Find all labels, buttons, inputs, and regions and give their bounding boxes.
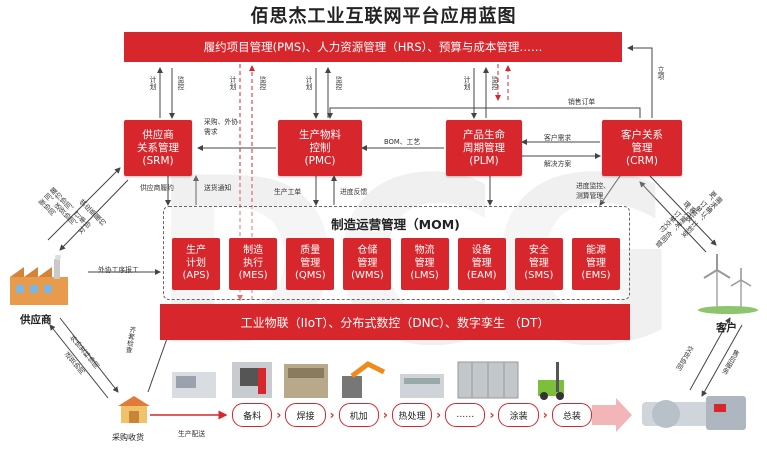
customer-label: 客户 xyxy=(716,322,737,334)
module-label: 管理 xyxy=(585,257,606,269)
factory-icon xyxy=(4,255,74,307)
plm-line1: 产品生命 xyxy=(463,128,505,141)
mom-modules: 生产计划(APS) 制造执行(MES) 质量管理(QMS) 仓储管理(WMS) … xyxy=(172,238,620,290)
process-step: 热处理 xyxy=(391,403,433,427)
crm-line3: (CRM) xyxy=(626,154,658,167)
label-plan: 计划 xyxy=(304,76,312,90)
pmc-box: 生产物料 控制 (PMC) xyxy=(278,120,362,176)
module-eam: 设备管理(EAM) xyxy=(457,238,506,290)
purchase-label: 采购收货 xyxy=(112,433,144,442)
pmc-line2: 控制 xyxy=(309,141,331,154)
module-qms: 质量管理(QMS) xyxy=(286,238,335,290)
process-step: 涂装 xyxy=(498,403,539,427)
label-project: 立项 xyxy=(656,66,664,80)
module-label: 生产 xyxy=(186,245,206,257)
label-plan: 计划 xyxy=(148,76,156,90)
label-sales-order: 销售订单 xyxy=(568,98,596,106)
process-step: 焊接 xyxy=(285,403,326,427)
module-label: (EMS) xyxy=(581,270,611,282)
label-bom: BOM、工艺 xyxy=(384,138,421,146)
module-aps: 生产计划(APS) xyxy=(172,238,220,290)
srm-box: 供应商 关系管理 (SRM) xyxy=(124,120,192,176)
module-label: 物流 xyxy=(414,245,435,257)
wind-turbine-icon xyxy=(696,252,760,314)
module-sms: 安全管理(SMS) xyxy=(514,238,563,290)
plm-line3: (PLM) xyxy=(469,154,499,167)
module-label: 制造 xyxy=(243,245,264,257)
srm-line1: 供应商 xyxy=(142,128,174,141)
chevron-right-icon: › xyxy=(276,408,282,422)
module-label: 计划 xyxy=(186,257,206,269)
label-plan: 计划 xyxy=(462,76,470,90)
mom-title: 制造运营管理（MOM) xyxy=(331,217,460,232)
module-mes: 制造执行(MES) xyxy=(229,238,278,290)
module-label: (MES) xyxy=(238,270,268,282)
product-illustration xyxy=(636,384,756,440)
label-solution: 解决方案 xyxy=(544,160,572,168)
warehouse-icon xyxy=(116,394,152,424)
module-lms: 物流管理(LMS) xyxy=(400,238,449,290)
module-label: 安全 xyxy=(528,245,549,257)
module-label: 设备 xyxy=(471,245,492,257)
label-monitor: 监控 xyxy=(334,76,342,90)
label-work-order: 生产工单 xyxy=(274,188,302,196)
label-supply-exec: 供应商履约 xyxy=(140,184,174,192)
bottom-bar: 工业物联（IIoT）、分布式数控（DNC）、数字孪生 （DT） xyxy=(160,304,630,340)
srm-line3: (SRM) xyxy=(142,154,174,167)
process-step: 总装 xyxy=(551,403,593,427)
module-label: (WMS) xyxy=(351,270,384,282)
module-label: (APS) xyxy=(182,270,210,282)
module-label: 管理 xyxy=(528,257,549,269)
crm-line2: 管理 xyxy=(631,141,653,154)
pmc-line1: 生产物料 xyxy=(299,128,341,141)
module-label: 管理 xyxy=(357,257,378,269)
module-wms: 仓储管理(WMS) xyxy=(343,238,392,290)
module-label: 仓储 xyxy=(357,245,378,257)
label-monitor: 监控 xyxy=(258,76,266,90)
label-progress-mon: 进度监控、测算管理 xyxy=(576,182,610,200)
chevron-right-icon: › xyxy=(489,408,495,422)
process-flow: 备料› 焊接› 机加› 热处理› ……› 涂装› 总装 xyxy=(232,403,593,427)
top-bar: 履约项目管理(PMS)、人力资源管理（HRS）、预算与成本管理…… xyxy=(124,32,622,62)
machines-illustration xyxy=(172,358,602,400)
label-plan: 计划 xyxy=(228,76,236,90)
module-ems: 能源管理(EMS) xyxy=(571,238,620,290)
label-monitor: 监控 xyxy=(176,76,184,90)
label-prod-dispatch: 生产配送 xyxy=(178,430,206,438)
label-outsource-report: 外协工序报工 xyxy=(98,266,139,274)
process-step: 备料 xyxy=(232,403,273,427)
module-label: 执行 xyxy=(243,257,264,269)
label-cust-req: 客户需求 xyxy=(544,134,572,142)
label-monitor: 监控 xyxy=(490,76,498,90)
plm-box: 产品生命 周期管理 (PLM) xyxy=(446,120,522,176)
module-label: (EAM) xyxy=(466,270,497,282)
chevron-right-icon: › xyxy=(542,408,548,422)
process-step: …… xyxy=(445,403,486,427)
module-label: 能源 xyxy=(585,245,606,257)
module-label: (QMS) xyxy=(294,270,326,282)
crm-line1: 客户关系 xyxy=(621,128,663,141)
crm-box: 客户关系 管理 (CRM) xyxy=(602,120,682,176)
supplier-label: 供应商 xyxy=(20,314,52,326)
module-label: 管理 xyxy=(300,257,321,269)
label-purchase-req: 采购、外协需求 xyxy=(204,118,238,136)
module-label: 管理 xyxy=(471,257,492,269)
plm-line2: 周期管理 xyxy=(463,141,505,154)
process-step: 机加 xyxy=(338,403,379,427)
chevron-right-icon: › xyxy=(436,408,442,422)
page-title: 佰思杰工业互联网平台应用蓝图 xyxy=(250,6,517,27)
module-label: (LMS) xyxy=(410,270,439,282)
pmc-line3: (PMC) xyxy=(304,154,336,167)
module-label: 质量 xyxy=(300,245,321,257)
chevron-right-icon: › xyxy=(329,408,335,422)
module-label: (SMS) xyxy=(524,270,554,282)
module-label: 管理 xyxy=(414,257,435,269)
label-ship-notice: 送货通知 xyxy=(204,184,232,192)
chevron-right-icon: › xyxy=(382,408,388,422)
srm-line2: 关系管理 xyxy=(137,141,179,154)
label-progress-fb: 进度反馈 xyxy=(340,188,368,196)
